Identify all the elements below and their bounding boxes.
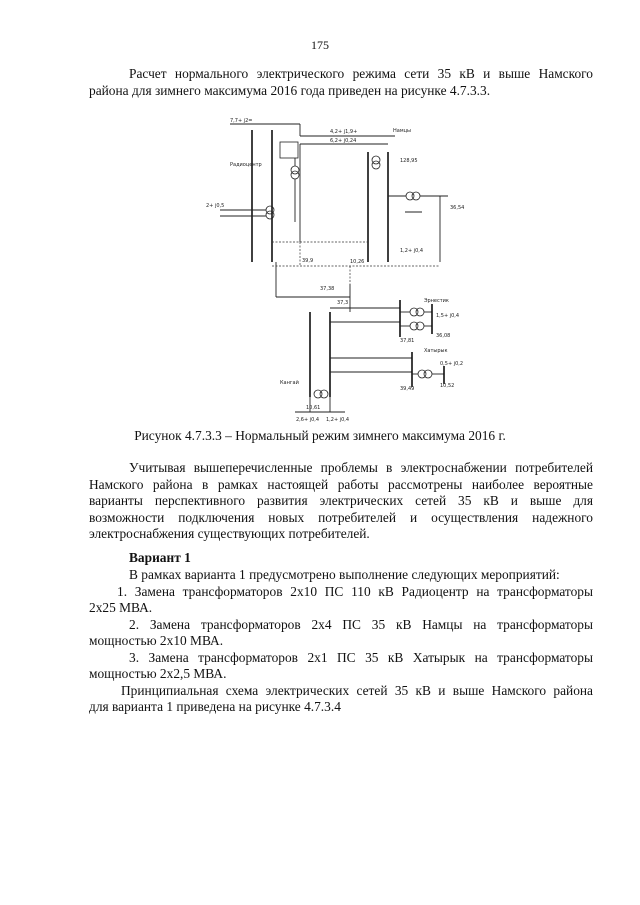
problems-line-3: варианты перспективного развития электри… [89, 493, 593, 508]
variant-intro: В рамках варианта 1 предусмотрено выполн… [129, 567, 560, 582]
label-v-p: 10,26 [350, 259, 364, 265]
label-namtsy: Намцы [393, 128, 411, 134]
label-v-s: 39,49 [400, 386, 414, 392]
variant-heading: Вариант 1 [129, 550, 191, 565]
page-number: 175 [311, 38, 329, 52]
label-v-q: 37,81 [400, 338, 414, 344]
intro-paragraph: Расчет нормального электрического режима… [89, 66, 593, 99]
problems-line-1: Учитывая вышеперечисленные проблемы в эл… [129, 460, 593, 475]
intro-line-2: района для зимнего максимума 2016 года п… [89, 82, 491, 98]
variant-paragraph: В рамках варианта 1 предусмотрено выполн… [89, 567, 593, 716]
item3-line-1: 3. Замена трансформаторов 2х1 ПС 35 кВ Х… [129, 649, 593, 665]
diagram-element [415, 321, 425, 331]
label-v-c: 128,95 [400, 158, 418, 164]
figure-caption: Рисунок 4.7.3.3 – Нормальный режим зимне… [134, 428, 506, 443]
diagram-element [313, 389, 323, 399]
diagram-element [415, 307, 425, 317]
outro-line-1: Принципиальная схема электрических сетей… [121, 682, 593, 698]
label-kangay: Кангай [280, 379, 299, 386]
label-ernestik: Эрнестик [424, 298, 449, 304]
label-v-a: 4,2+ j1,9+ [330, 129, 357, 135]
diagram-element [290, 170, 300, 180]
item2-line-2: мощностью 2х10 МВА. [89, 633, 224, 648]
problems-line-4: возможности подключения новых потребител… [89, 509, 593, 525]
label-v-k: 37,3 [337, 300, 348, 306]
diagram-element [371, 155, 381, 165]
problems-line-5: электроснабжения существующих потребител… [89, 526, 370, 541]
label-khatyryk: Хатырык [424, 348, 448, 354]
item2-line-1: 2. Замена трансформаторов 2х4 ПС 35 кВ Н… [129, 616, 593, 632]
diagram-element [411, 191, 421, 201]
item3-line-2: мощностью 2х2,5 МВА. [89, 666, 227, 681]
diagram-element [265, 210, 275, 220]
diagram-element [319, 389, 329, 399]
network-diagram: 7,7+ j2= 4,2+ j1,9+ 6,2+ j0,24 2+ j0,5 Р… [206, 118, 464, 423]
item1-line-2: 2х25 МВА. [89, 600, 153, 615]
label-v-j: 36,54 [450, 205, 464, 211]
label-v-n: 2,6+ j0,4 [296, 417, 319, 423]
label-v-d: 2+ j0,5 [206, 203, 224, 209]
label-v-r: 36,08 [436, 333, 450, 339]
label-v-m: 10,61 [306, 405, 320, 411]
label-v-b: 6,2+ j0,24 [330, 138, 356, 144]
item1-line-1: 1. Замена трансформаторов 2х10 ПС 110 кВ… [117, 583, 593, 599]
radiocenter-transformer-box [279, 141, 299, 159]
label-v-l: 10,52 [440, 383, 454, 389]
label-v-h: 1,2+ j0,4 [400, 248, 423, 254]
label-v-f: 37,38 [320, 286, 334, 292]
problems-paragraph: Учитывая вышеперечисленные проблемы в эл… [89, 460, 593, 543]
outro-line-2: для варианта 1 приведена на рисунке 4.7.… [89, 699, 341, 714]
diagram-element [290, 165, 300, 175]
label-radiocenter: Радиоцентр [230, 162, 262, 168]
label-v-top: 7,7+ j2= [230, 118, 253, 124]
label-v-e: 39,9 [302, 258, 313, 264]
label-v-i: 0,5+ j0,2 [440, 361, 463, 367]
diagram-element [371, 160, 381, 170]
label-v-g: 1,5+ j0,4 [436, 313, 459, 319]
intro-line-1: Расчет нормального электрического режима… [129, 66, 593, 81]
label-v-o: 1,2+ j0,4 [326, 417, 349, 423]
problems-line-2: Намского района в рамках настоящей работ… [89, 476, 593, 492]
diagram-element [423, 369, 433, 379]
